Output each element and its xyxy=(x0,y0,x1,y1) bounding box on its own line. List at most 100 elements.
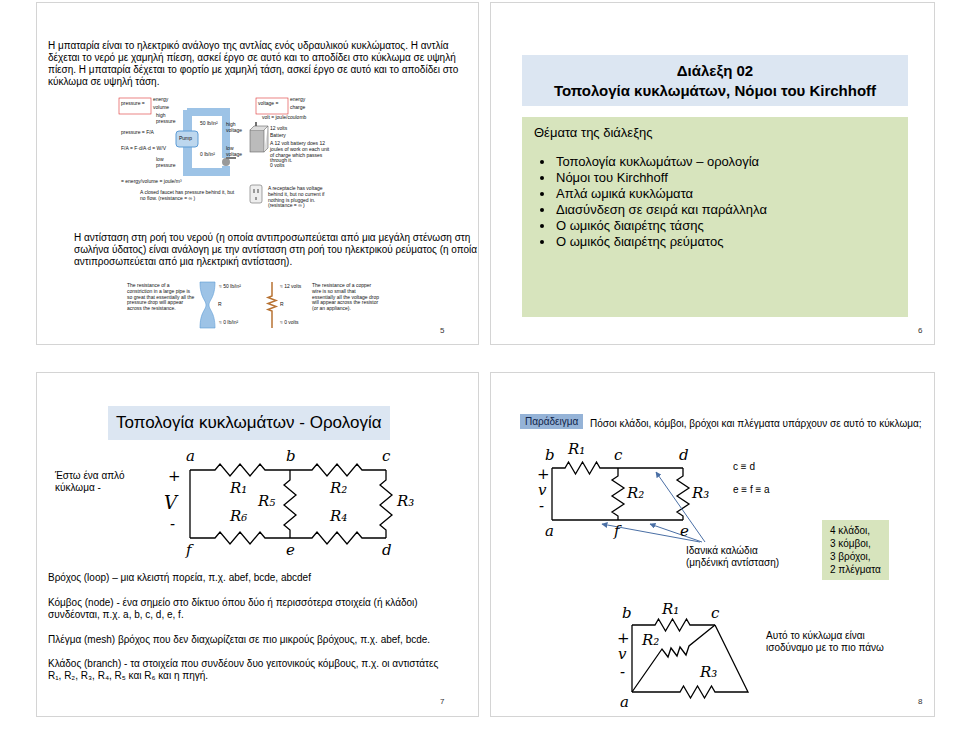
figure-note: = energy/volume = joule/m³ xyxy=(121,179,182,185)
battery-figure xyxy=(250,126,268,152)
pump-figure xyxy=(222,158,230,166)
circuit-label: d xyxy=(382,542,392,559)
circuit-label: c xyxy=(711,605,719,622)
figure-note: energy xyxy=(290,97,305,103)
circuit-wires xyxy=(380,470,392,538)
circuit-label: e xyxy=(286,542,295,559)
node-line: Διασύνδεση σε σειρά και παράλληλα xyxy=(534,202,896,218)
example-tag: Παράδειγμα xyxy=(520,414,583,429)
circuit-wires xyxy=(284,470,296,538)
slide-frame xyxy=(37,3,935,717)
circuit-label: d xyxy=(679,447,689,464)
circuit-label: R₁ xyxy=(662,601,679,618)
circuit-label: R₂ xyxy=(627,485,644,502)
circuit-label: - xyxy=(539,498,544,515)
circuit-label: - xyxy=(620,664,625,681)
constriction-figure xyxy=(200,282,215,328)
circuit-wires xyxy=(189,470,190,538)
battery-figure xyxy=(250,130,264,152)
figure-note: ≈ 0 volts xyxy=(280,320,299,326)
node-line: Τοπολογία κυκλωμάτων, Νόμοι του Kirchhof… xyxy=(530,81,900,101)
page-number: 5 xyxy=(440,326,444,336)
circuit-label: R₃ xyxy=(397,493,414,510)
pump-figure xyxy=(176,131,198,147)
figure-note: Battery xyxy=(270,133,286,139)
body-text: Πλέγμα (mesh) βρόχος που δεν διαχωρίζετα… xyxy=(48,634,468,646)
node-line: Ο ωμικός διαιρέτης ρεύματος xyxy=(534,234,896,250)
body-text: Βρόχος (loop) – μια κλειστή πορεία, π.χ.… xyxy=(48,572,468,584)
body-text: Αυτό το κύκλωμα είναι ισοδύναμο με το πι… xyxy=(766,630,906,654)
node-text: 4 κλάδοι, xyxy=(830,524,881,537)
figure-note: volume xyxy=(153,105,169,111)
circuit-label: c xyxy=(614,447,622,464)
page-number: 7 xyxy=(440,697,444,707)
body-text: Ιδανικά καλώδια (μηδένική αντίσταση) xyxy=(686,545,786,569)
figure-note: charge xyxy=(290,105,305,111)
title-band: Διάλεξη 02Τοπολογία κυκλωμάτων, Νόμοι το… xyxy=(522,55,908,106)
node-line: 2 πλέγματα xyxy=(830,563,881,576)
body-text: Κλάδος (branch) - τα στοιχεία που συνδέο… xyxy=(48,658,453,682)
circuit-label: - xyxy=(170,516,175,533)
figure-note: high pressure xyxy=(156,113,178,125)
topic-panel: Θέματα της διάλεξηςΤοπολογία κυκλωμάτων … xyxy=(522,117,908,317)
pump-figure xyxy=(119,98,151,114)
circuit-label: R₃ xyxy=(692,485,709,502)
leader-arrow xyxy=(602,472,705,542)
figure-note: high voltage xyxy=(226,122,248,134)
figure-note: low pressure xyxy=(156,157,178,169)
circuit-wires xyxy=(632,625,715,692)
circuit-wires xyxy=(612,468,624,520)
circuit-label: b xyxy=(545,447,555,464)
figure-note: energy xyxy=(153,97,168,103)
circuit-label: b xyxy=(286,448,296,465)
figure-note: 50 lb/in² xyxy=(200,121,218,127)
figure-note: pressure = F/A xyxy=(121,130,154,136)
circuit-label: c xyxy=(382,448,390,465)
battery-figure xyxy=(250,185,262,203)
body-text: c ≡ d xyxy=(733,461,755,473)
answer-box: 4 κλάδοι,3 κόμβοι,3 βρόχοι,2 πλέγματα xyxy=(822,520,889,580)
circuit-label: e xyxy=(680,523,689,540)
node-line: 3 βρόχοι, xyxy=(830,550,881,563)
pump-figure xyxy=(226,157,236,159)
circuit-wires xyxy=(190,464,386,476)
body-text: e ≡ f ≡ a xyxy=(733,484,770,496)
figure-note: 12 volts xyxy=(270,126,287,132)
slide-frame xyxy=(491,373,935,717)
figure-note: A closed faucet has pressure behind it, … xyxy=(140,190,235,202)
battery-figure xyxy=(254,189,258,200)
node-text: Διάλεξη 02 xyxy=(530,61,900,81)
figure-note: low voltage xyxy=(226,146,248,158)
figure-note: ≈ 0 lb/in² xyxy=(219,320,238,326)
body-text: Έστω ένα απλό κύκλωμα - xyxy=(55,470,150,494)
circuit-wires xyxy=(632,625,748,698)
node-text: Τοπολογία κυκλωμάτων - Ορολογία xyxy=(116,412,382,434)
slide-frame xyxy=(491,3,935,345)
figure-note: R xyxy=(218,302,222,308)
figure-note: The resistance of a constriction in a la… xyxy=(127,283,195,312)
figure-note: ≈ 12 volts xyxy=(280,284,301,290)
node-line: Τοπολογία κυκλωμάτων – ορολογία xyxy=(534,154,896,170)
pump-figure xyxy=(119,98,236,176)
leader-arrow xyxy=(656,472,705,542)
circuit-label: R₁ xyxy=(568,441,585,458)
figure-note: F/A = F·d/A·d = W/V xyxy=(121,146,166,152)
circuit-label: V xyxy=(164,493,177,514)
constriction-figure xyxy=(268,282,276,328)
body-text: Η μπαταρία είναι το ηλεκτρικό ανάλογο τη… xyxy=(48,40,473,88)
circuit-label: a xyxy=(545,523,554,540)
circuit-label: + xyxy=(537,466,550,483)
figure-note: volt = joule/coulomb xyxy=(262,115,306,121)
figure-note: voltage = xyxy=(258,101,278,107)
body-text: Η αντίσταση στη ροή του νερού (η οποία α… xyxy=(74,232,479,268)
constriction-figure xyxy=(200,282,276,328)
figure-note: pressure = xyxy=(121,101,145,107)
figure-note: A 12 volt battery does 12 joules of work… xyxy=(270,141,330,164)
circuit-label: a xyxy=(620,694,629,711)
battery-figure xyxy=(255,122,257,126)
body-text: Κόμβος (node) - ένα σημείο στο δίκτυο όπ… xyxy=(48,597,463,621)
node-line: 3 κόμβοι, xyxy=(830,537,881,550)
circuit-label: R₂ xyxy=(330,480,347,497)
circuit-label: + xyxy=(617,630,630,647)
circuit-wires xyxy=(632,619,715,631)
